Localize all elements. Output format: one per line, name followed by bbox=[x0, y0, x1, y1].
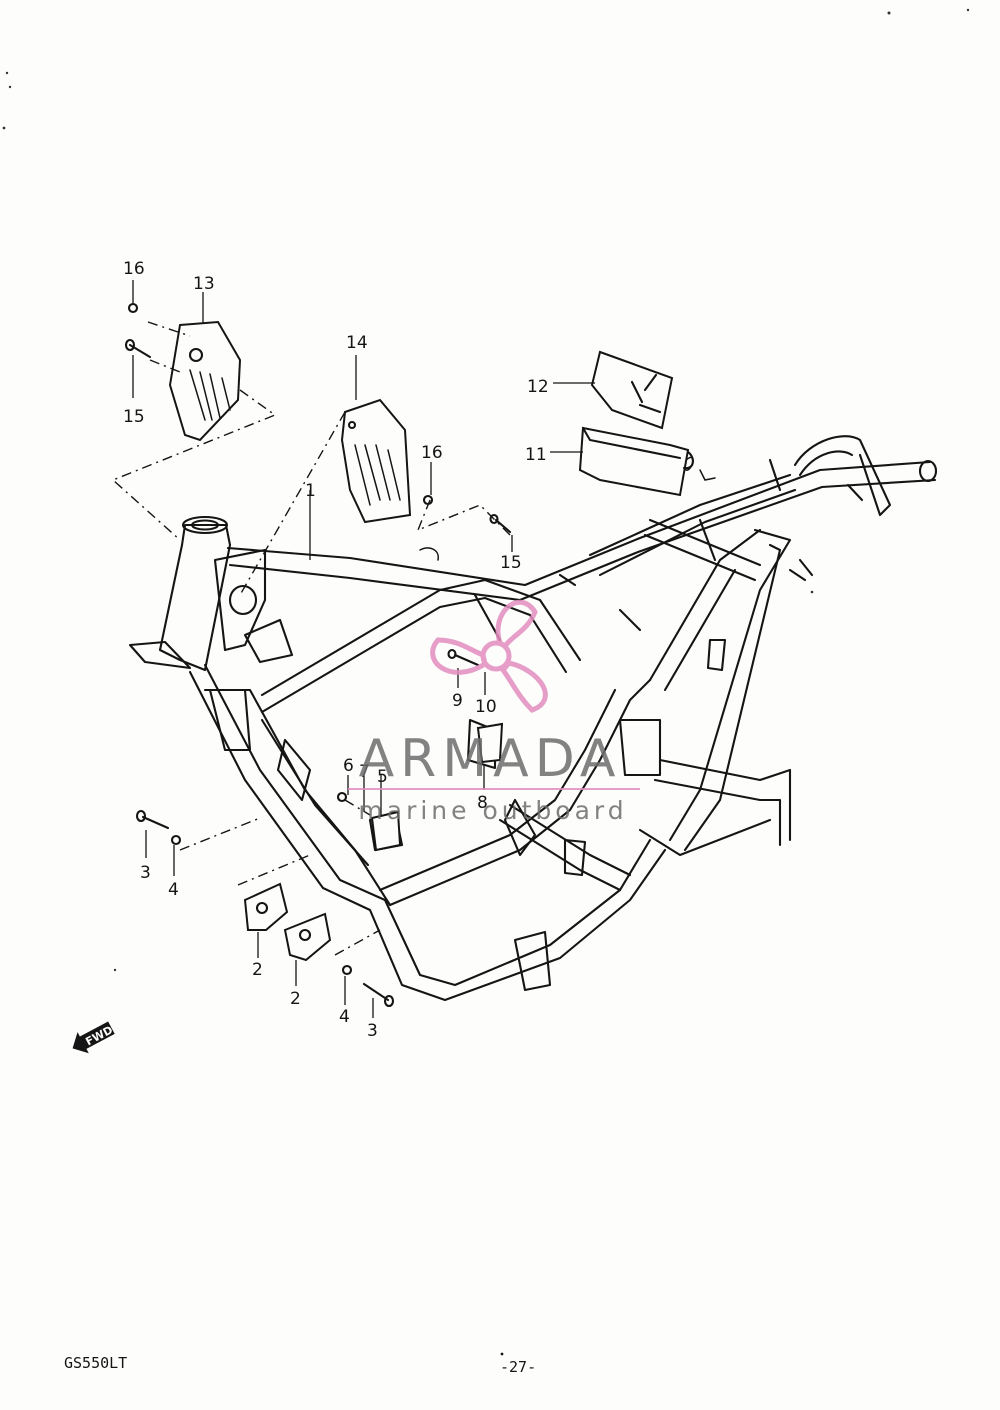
page-number: -27- bbox=[500, 1358, 536, 1376]
watermark-tagline: marine outboard bbox=[358, 796, 627, 825]
callout-labels: 16 13 15 14 16 12 11 1 15 9 10 6 7 5 8 3… bbox=[123, 259, 549, 1041]
engine-mount-plates bbox=[243, 882, 332, 962]
model-code: GS550LT bbox=[64, 1354, 127, 1372]
fwd-arrow: FWD bbox=[72, 1021, 115, 1054]
left-frame-cover-part bbox=[168, 320, 242, 442]
callout-7: 7 bbox=[359, 762, 370, 782]
watermark: ARMADA marine outboard bbox=[348, 599, 640, 825]
battery-holder-part bbox=[590, 350, 674, 430]
callout-16: 16 bbox=[421, 443, 443, 463]
callout-15: 15 bbox=[500, 553, 522, 573]
callout-2: 2 bbox=[252, 960, 263, 980]
main-frame bbox=[128, 435, 938, 1002]
callout-8: 8 bbox=[477, 793, 488, 813]
propeller-logo-icon bbox=[430, 599, 548, 713]
callout-4: 4 bbox=[339, 1007, 350, 1027]
callout-14: 14 bbox=[346, 333, 368, 353]
callout-5: 5 bbox=[377, 767, 388, 787]
callout-4: 4 bbox=[168, 880, 179, 900]
leader-lines bbox=[132, 280, 595, 1018]
battery-tray-part bbox=[578, 426, 694, 497]
callout-9: 9 bbox=[452, 691, 463, 711]
callout-3: 3 bbox=[367, 1021, 378, 1041]
callout-12: 12 bbox=[527, 377, 549, 397]
callout-2: 2 bbox=[290, 989, 301, 1009]
callout-1: 1 bbox=[305, 481, 316, 501]
assembly-guide-lines bbox=[111, 321, 511, 956]
callout-11: 11 bbox=[525, 445, 547, 465]
callout-15: 15 bbox=[123, 407, 145, 427]
callout-3: 3 bbox=[140, 863, 151, 883]
callout-6: 6 bbox=[343, 756, 354, 776]
callout-13: 13 bbox=[193, 274, 215, 294]
right-frame-cover-part bbox=[340, 398, 412, 524]
watermark-brand: ARMADA bbox=[359, 729, 622, 789]
fasteners bbox=[124, 302, 512, 1008]
callout-10: 10 bbox=[475, 697, 497, 717]
fwd-arrow-icon bbox=[72, 1021, 115, 1054]
scan-specks bbox=[2, 8, 970, 972]
callout-16: 16 bbox=[123, 259, 145, 279]
